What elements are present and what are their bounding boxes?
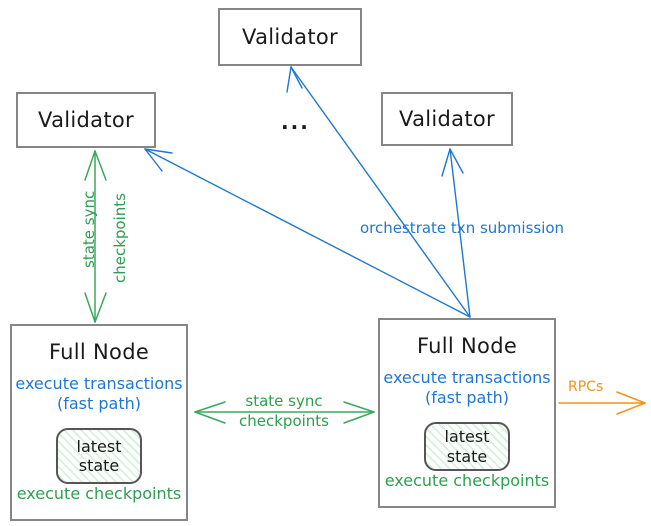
edge-rpcs [558, 391, 646, 415]
fullnode-left-footer: execute checkpoints [16, 484, 182, 503]
fullnode-left-chip-line1: latest [76, 436, 122, 456]
edge-label-state-sync-horizontal: state sync checkpoints [228, 392, 340, 431]
fullnode-right-subtitle-line2: (fast path) [425, 388, 509, 407]
validator-top-label: Validator [242, 25, 338, 49]
fullnode-right-subtitle-line1: execute transactions [383, 368, 551, 387]
edge-label-state-sync-vertical-line1: state sync [80, 190, 98, 268]
fullnode-right-latest-state-chip: latest state [424, 422, 510, 471]
fullnode-left-latest-state-chip: latest state [56, 428, 142, 484]
fullnode-right-chip-line2: state [446, 446, 488, 466]
fullnode-right-chip-line1: latest [444, 427, 490, 447]
fullnode-right[interactable]: Full Node execute transactions (fast pat… [378, 318, 556, 508]
fullnode-left-subtitle: execute transactions (fast path) [15, 374, 182, 414]
fullnode-left[interactable]: Full Node execute transactions (fast pat… [10, 324, 188, 521]
edge-label-state-sync-horizontal-line2: checkpoints [239, 411, 329, 430]
fullnode-right-footer: execute checkpoints [384, 471, 550, 490]
fullnode-left-chip-line2: state [78, 456, 120, 475]
validator-node-right[interactable]: Validator [381, 92, 513, 146]
validator-node-top[interactable]: Validator [218, 8, 362, 66]
ellipsis-label: ... [281, 110, 310, 134]
edge-label-state-sync-vertical-line2: checkpoints [111, 193, 129, 283]
fullnode-left-title: Full Node [48, 340, 150, 364]
validator-left-label: Validator [38, 108, 134, 132]
fullnode-right-title: Full Node [416, 334, 518, 358]
fullnode-right-subtitle: execute transactions (fast path) [383, 368, 550, 408]
edge-label-orchestrate-txn-submission: orchestrate txn submission [360, 219, 565, 237]
validator-right-label: Validator [399, 107, 495, 131]
edge-label-rpcs: RPCs [568, 379, 604, 395]
validator-node-left[interactable]: Validator [16, 92, 156, 148]
fullnode-left-subtitle-line1: execute transactions [15, 374, 183, 393]
edge-label-state-sync-horizontal-line1: state sync [245, 392, 323, 410]
fullnode-left-subtitle-line2: (fast path) [57, 394, 141, 413]
